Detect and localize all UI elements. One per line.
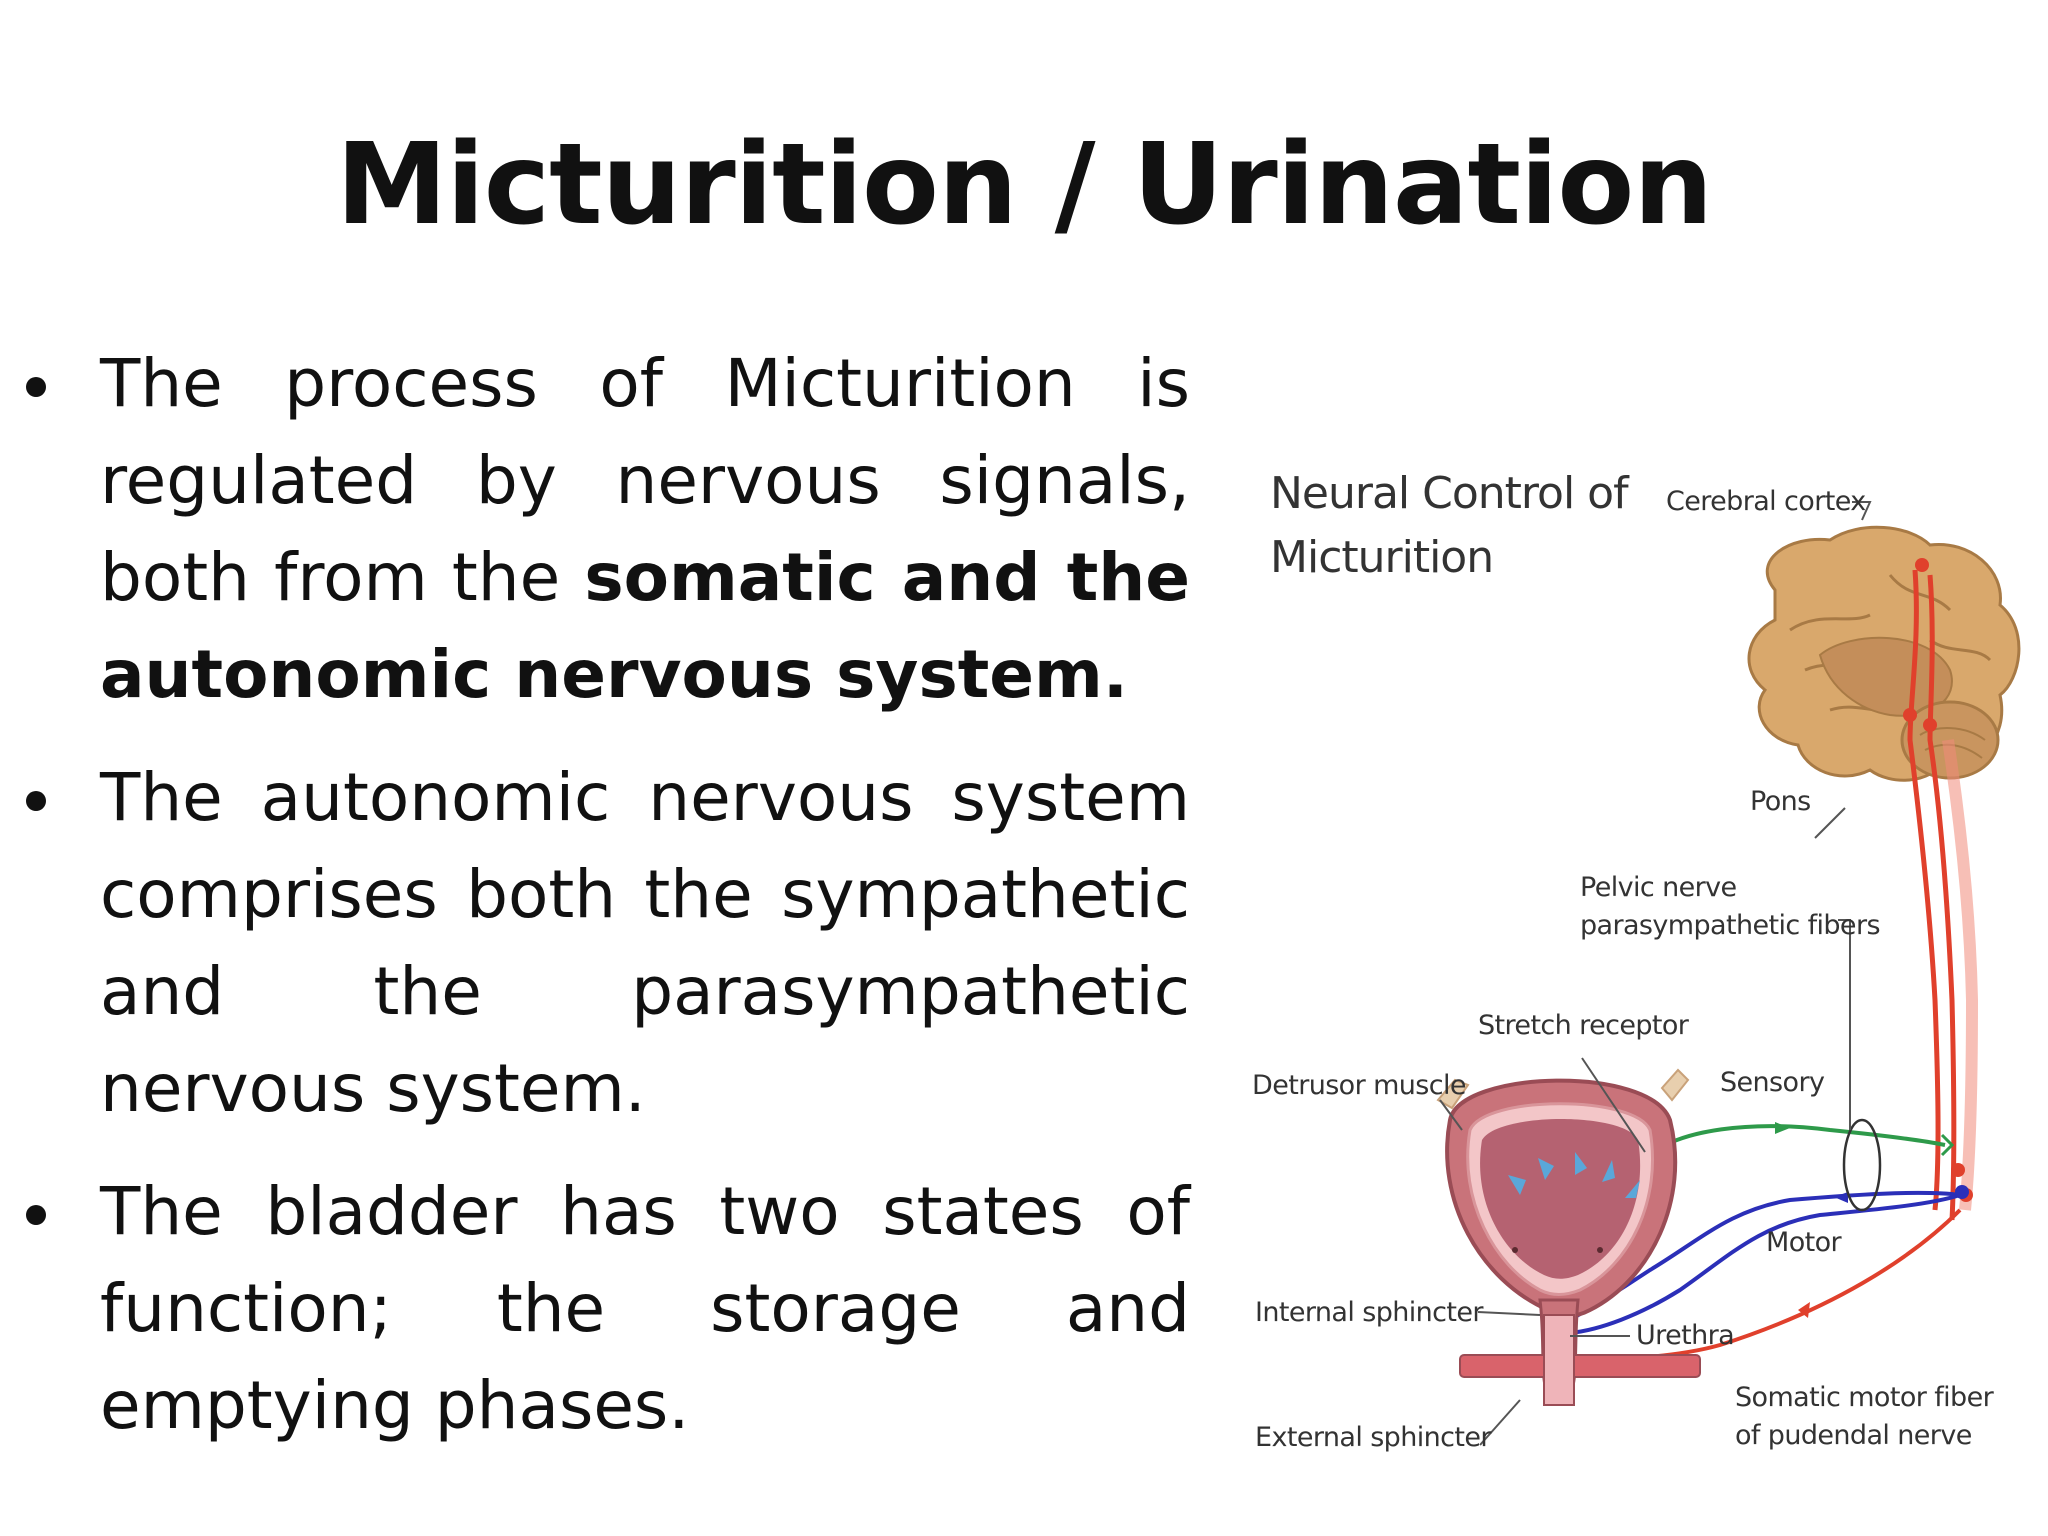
bullet-dot-icon [26, 377, 46, 397]
leader-lines [1439, 501, 1872, 1446]
label-somatic-1: Somatic motor fiber [1735, 1382, 1994, 1413]
bullet-dot-icon [26, 791, 46, 811]
bullet-1-text: The process of Micturition is regulated … [100, 345, 1190, 616]
label-urethra: Urethra [1636, 1320, 1735, 1351]
bullet-2-text: The autonomic nervous system comprises b… [100, 759, 1190, 1127]
bullet-item-3: The bladder has two states of function; … [20, 1163, 1190, 1454]
label-sensory: Sensory [1720, 1067, 1825, 1098]
brain-icon [1747, 525, 2021, 782]
label-pons: Pons [1750, 786, 1811, 817]
diagram-title-line2: Micturition [1270, 532, 1494, 583]
bullet-3-text: The bladder has two states of function; … [100, 1173, 1190, 1444]
label-internal-sphincter: Internal sphincter [1255, 1297, 1484, 1328]
bullet-dot-icon [26, 1205, 46, 1225]
diagram-title-line1: Neural Control of [1270, 468, 1629, 519]
label-pelvic-nerve-1: Pelvic nerve [1580, 872, 1737, 903]
sensory-pathway [1642, 1122, 1955, 1163]
label-somatic-2: of pudendal nerve [1735, 1420, 1972, 1451]
label-detrusor-muscle: Detrusor muscle [1252, 1070, 1467, 1101]
bullet-text-2: The autonomic nervous system comprises b… [100, 749, 1190, 1137]
bullet-text-1: The process of Micturition is regulated … [100, 335, 1190, 723]
bullet-text-3: The bladder has two states of function; … [100, 1163, 1190, 1454]
slide-title: Micturition / Urination [335, 120, 1713, 250]
bullet-item-2: The autonomic nervous system comprises b… [20, 749, 1190, 1137]
label-stretch-receptor: Stretch receptor [1478, 1010, 1689, 1041]
bullet-1-bold: somatic and the autonomic nervous system… [100, 539, 1190, 713]
bullet-list: The process of Micturition is regulated … [20, 335, 1190, 1480]
label-cerebral-cortex: Cerebral cortex [1666, 486, 1866, 517]
diagram-illustration [1436, 501, 2021, 1446]
bullet-item-1: The process of Micturition is regulated … [20, 335, 1190, 723]
neural-control-diagram: Neural Control of Micturition Cerebral c… [1230, 440, 2030, 1480]
bladder-icon [1436, 1068, 1701, 1406]
label-pelvic-nerve-2: parasympathetic fibers [1580, 910, 1881, 941]
diagram-title: Neural Control of Micturition [1270, 462, 1629, 590]
nerve-bundle-icon [1842, 1118, 1882, 1212]
label-external-sphincter: External sphincter [1255, 1422, 1491, 1453]
label-motor: Motor [1766, 1227, 1842, 1258]
